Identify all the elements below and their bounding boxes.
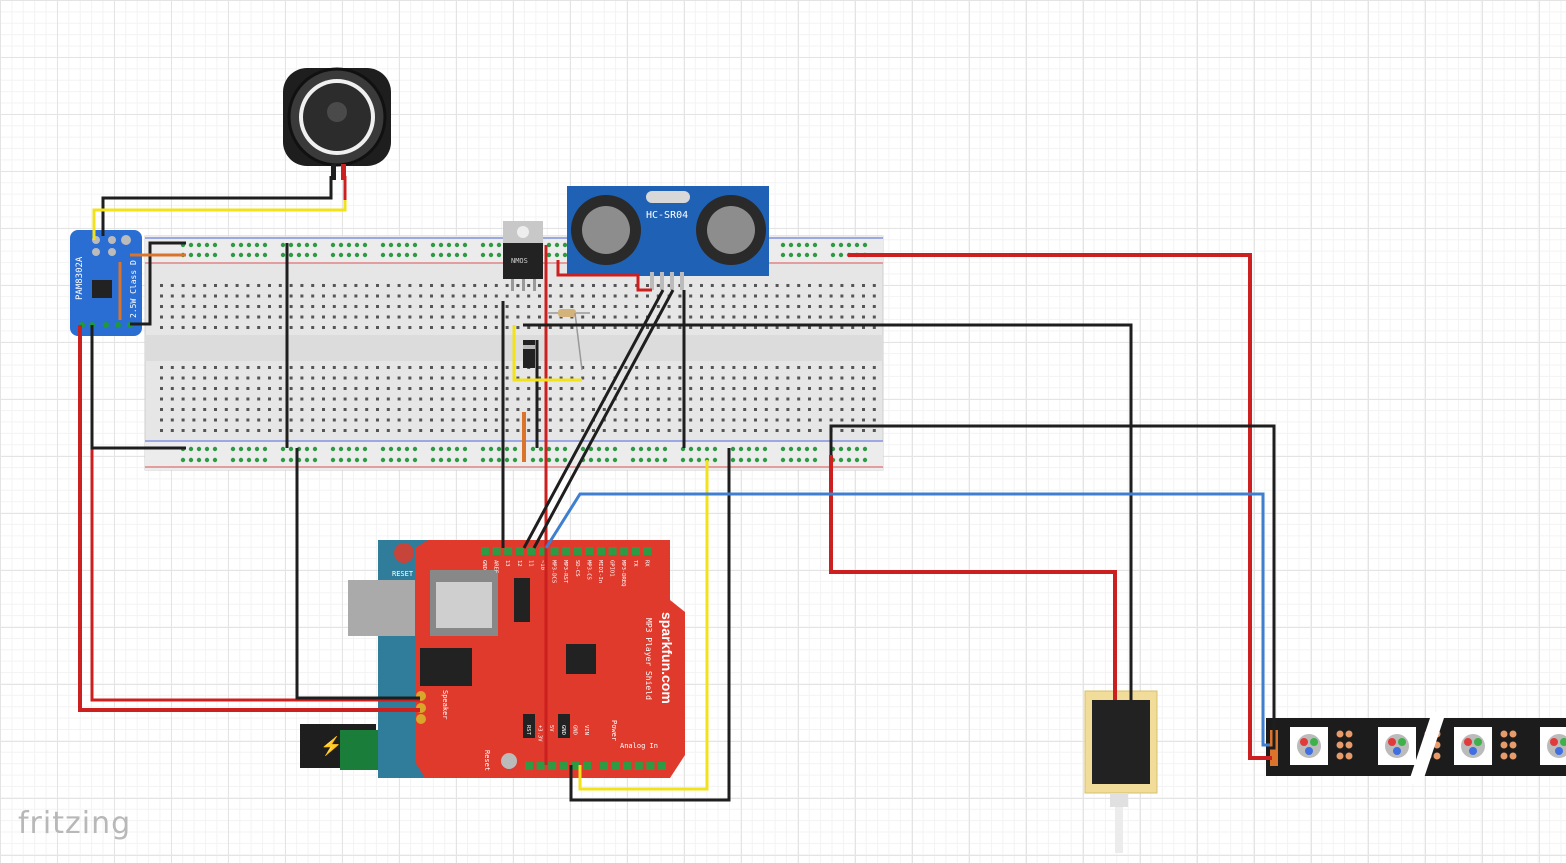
speaker-label: Speaker [441,690,449,720]
shield-pin-label: 11 [527,560,533,567]
shield-pin-label: MP3-DREQ [620,560,626,587]
shield-pin-label: 5V [548,725,554,732]
wire-black-amp-rail [90,325,186,450]
amplifier-board[interactable]: PAM8302A 2.5W Class D [70,230,142,336]
wire-black-gnd-bottom [569,448,731,802]
shield-pin-label: RX [643,560,649,567]
shield-pin-label: 13 [504,560,510,567]
wire-black-echo [532,289,675,549]
shield-pin-label: VIN [583,725,589,735]
wire-red-solenoid [829,455,1117,700]
led-strip[interactable] [1266,712,1566,784]
power-label: Power [610,720,618,741]
resistor[interactable] [548,309,590,371]
shield-pin-label: 12 [516,560,522,567]
shield-pin-label: MIDI-In [597,560,603,583]
wire-black-amp-gnd [130,241,186,326]
shield-pin-label: GND [571,725,577,735]
breadboard-holes [160,242,876,463]
fritzing-logo: fritzing [18,806,132,841]
mosfet-label: NMOS [511,257,528,265]
shield-pin-label: ~10 [539,560,545,570]
wires [78,176,1276,802]
shield-pin-label: SD-CS [574,560,580,577]
wire-black-rail-shield [295,448,420,700]
shield-pin-label: GND [481,560,487,570]
reset-label: Reset [483,750,491,771]
mp3-shield[interactable]: sparkfun.com MP3 Player Shield Speaker R… [415,540,685,778]
amplifier-sublabel: 2.5W Class D [129,260,138,318]
shield-pin-label: GND [560,725,566,735]
mosfet[interactable]: NMOS [503,221,543,291]
wire-yellow-vin [578,460,709,791]
shield-pin-label: MP3-CS [585,560,591,580]
shield-pin-label: GPIO1 [609,560,615,577]
amplifier-label: PAM8302A [75,256,85,300]
shield-pin-label: +3.3V [537,725,543,742]
wire-red-amp [78,325,420,712]
wire-black-speaker [101,176,333,236]
solenoid[interactable] [1084,690,1158,853]
wire-yellow-speaker [92,200,347,240]
diode[interactable] [523,340,535,368]
speaker[interactable] [283,67,391,180]
ultrasonic-sensor[interactable]: HC-SR04 [567,186,769,290]
power-jack-icon: ⚡ [320,735,342,757]
shield-pin-label: MP3-RST [562,560,568,584]
analog-label: Analog In [620,742,658,750]
shield-pin-label: TX [632,560,638,567]
shield-top-header: GND AREF 13 12 11 ~10 MP3-DCS MP3-RST SD-CS MP3-C… [481,547,652,587]
shield-pin-label: AREF [493,560,499,573]
board-reset-label: RESET [392,570,414,578]
shield-brand: sparkfun.com [659,612,675,704]
shield-pin-label: MP3-DCS [551,560,557,583]
wire-black-strip [829,424,1276,750]
strip-leds [1290,727,1566,765]
wire-blue-data [544,492,1270,747]
wire-red-sensor-vcc [556,260,652,292]
shield-title: MP3 Player Shield [644,618,653,700]
sensor-label: HC-SR04 [646,210,688,221]
shield-pin-label: RST [525,725,531,736]
wire-yellow-diode [512,325,582,382]
wire-red-sensor-strip [848,253,1272,760]
wire-black-trig [522,289,665,549]
wire-black-solenoid [523,323,1133,700]
wire-red-amp-2 [90,325,420,702]
shield-bottom-header: RST +3.3V 5V GND GND VIN [525,725,666,770]
